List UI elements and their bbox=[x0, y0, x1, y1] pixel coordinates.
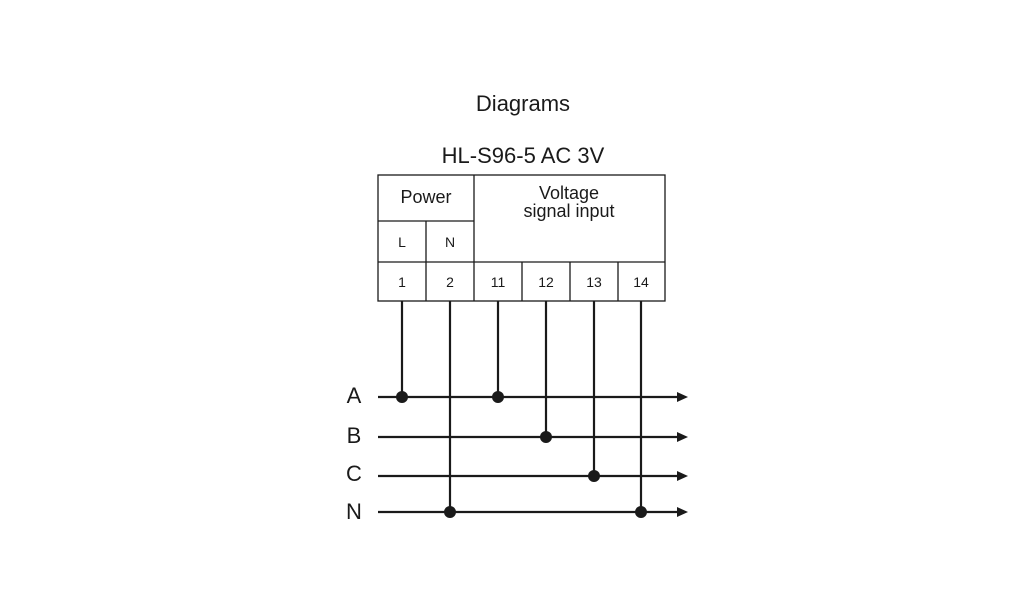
power-sub-n: N bbox=[445, 234, 455, 250]
power-header: Power bbox=[400, 187, 451, 207]
arrowhead-c bbox=[677, 471, 688, 481]
terminal-label: 11 bbox=[491, 274, 506, 290]
phase-label-b: B bbox=[347, 423, 362, 448]
arrowhead-a bbox=[677, 392, 688, 402]
voltage-header-line2: signal input bbox=[523, 201, 614, 221]
model-label: HL-S96-5 AC 3V bbox=[442, 143, 605, 168]
power-sub-l: L bbox=[398, 234, 406, 250]
junction-dot bbox=[540, 431, 552, 443]
arrowhead-b bbox=[677, 432, 688, 442]
terminal-label: 1 bbox=[398, 274, 406, 290]
junction-dot bbox=[492, 391, 504, 403]
arrowhead-n bbox=[677, 507, 688, 517]
phase-label-n: N bbox=[346, 499, 362, 524]
terminal-label: 14 bbox=[633, 274, 649, 290]
junction-dot bbox=[588, 470, 600, 482]
junction-dot bbox=[635, 506, 647, 518]
terminal-block: Power Voltage signal input L N 1 2 11 12… bbox=[377, 174, 666, 302]
terminal-label: 13 bbox=[586, 274, 602, 290]
voltage-header-line1: Voltage bbox=[539, 183, 599, 203]
phase-label-c: C bbox=[346, 461, 362, 486]
terminal-label: 12 bbox=[538, 274, 554, 290]
junction-dot bbox=[396, 391, 408, 403]
diagram-title: Diagrams bbox=[476, 91, 570, 116]
phase-label-a: A bbox=[347, 383, 362, 408]
terminal-label: 2 bbox=[446, 274, 454, 290]
junction-dot bbox=[444, 506, 456, 518]
wiring bbox=[378, 301, 688, 518]
